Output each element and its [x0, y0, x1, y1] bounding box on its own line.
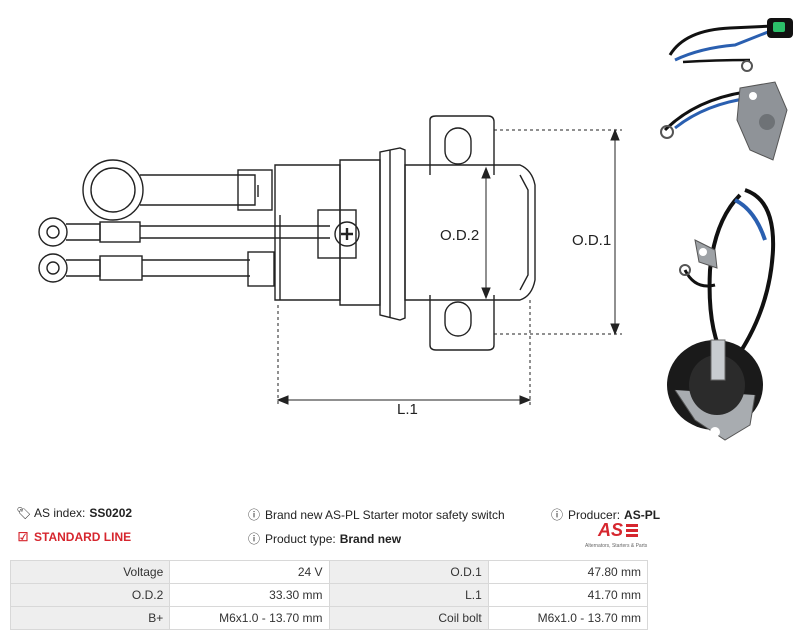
tag-icon: 🏷	[16, 506, 32, 520]
logo-stripes-icon	[626, 524, 638, 537]
logo-mark: AS	[598, 520, 624, 540]
spec-value: M6x1.0 - 13.70 mm	[169, 606, 330, 630]
solenoid-outline	[38, 115, 536, 351]
spec-value: M6x1.0 - 13.70 mm	[487, 606, 649, 630]
as-index-value: SS0202	[89, 506, 133, 520]
checkbox-icon: ☑	[17, 530, 29, 544]
standard-line-label: STANDARD LINE	[34, 530, 132, 544]
standard-line: ☑ STANDARD LINE	[16, 530, 132, 544]
technical-drawing: O.D.2 O.D.1 L.1	[38, 115, 622, 418]
photo-bottom-switch	[667, 188, 776, 441]
spec-key: O.D.2	[9, 583, 171, 607]
extension-lines	[277, 129, 622, 405]
spec-key: B+	[9, 606, 171, 630]
producer-logo: AS Alternators, Starters & Parts	[582, 520, 652, 552]
info-icon: ⓘ	[550, 508, 563, 522]
product-type-value: Brand new	[339, 531, 402, 546]
l1-label: L.1	[397, 401, 418, 418]
dimension-lines	[276, 128, 620, 405]
spec-value: 47.80 mm	[487, 560, 649, 584]
spec-key: Coil bolt	[328, 606, 489, 630]
logo-tagline: Alternators, Starters & Parts	[585, 543, 648, 549]
producer-value: AS-PL	[624, 507, 661, 522]
spec-value: 41.70 mm	[487, 583, 649, 607]
spec-key: Voltage	[9, 560, 171, 584]
info-icon: ⓘ	[247, 532, 260, 546]
description-text: Brand new AS-PL Starter motor safety swi…	[265, 507, 505, 522]
spec-value: 33.30 mm	[169, 583, 330, 607]
as-index-label: AS index:	[34, 506, 86, 520]
photo-top-switch	[660, 18, 793, 161]
product-info: 🏷 AS index: SS0202 ☑ STANDARD LINE ⓘ Bra…	[0, 500, 800, 560]
as-index: 🏷 AS index: SS0202	[16, 506, 132, 520]
product-type-label: Product type:	[265, 531, 336, 546]
od2-label: O.D.2	[440, 227, 479, 244]
product-photo	[660, 18, 793, 441]
info-icon: ⓘ	[247, 508, 260, 522]
spec-key: O.D.1	[328, 560, 489, 584]
spec-value: 24 V	[169, 560, 330, 584]
spec-key: L.1	[328, 583, 489, 607]
product-type: ⓘ Product type: Brand new	[247, 530, 401, 547]
od1-label: O.D.1	[572, 232, 611, 249]
producer: ⓘ Producer: AS-PL	[550, 506, 660, 523]
description: ⓘ Brand new AS-PL Starter motor safety s…	[247, 506, 505, 523]
producer-label: Producer:	[568, 507, 621, 522]
